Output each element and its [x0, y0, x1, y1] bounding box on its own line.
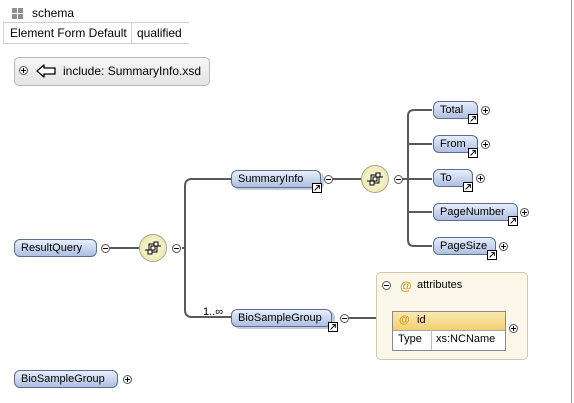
attribute-id-header: @ id	[393, 312, 505, 331]
sequence-collapse-button[interactable]	[172, 244, 181, 253]
summary-info-collapse-button[interactable]	[324, 175, 333, 184]
include-label: include: SummaryInfo.xsd	[63, 64, 202, 78]
reference-arrow-icon	[328, 322, 338, 332]
element-bio-sample-group[interactable]: BioSampleGroup	[231, 309, 332, 327]
attribute-at-icon: @	[399, 314, 410, 326]
element-summary-info[interactable]: SummaryInfo	[231, 170, 321, 188]
reference-arrow-icon	[468, 148, 478, 158]
element-bio-sample-group-global[interactable]: BioSampleGroup	[14, 370, 118, 388]
page-number-expand-button[interactable]	[520, 208, 529, 217]
include-arrow-icon	[36, 64, 56, 78]
element-result-query[interactable]: ResultQuery	[14, 239, 97, 257]
include-expand-button[interactable]	[19, 66, 28, 75]
panel-border	[571, 0, 572, 403]
schema-title: schema	[32, 6, 75, 20]
attribute-type-key: Type	[398, 333, 422, 345]
element-page-size[interactable]: PageSize	[433, 237, 496, 255]
attribute-type-value: xs:NCName	[436, 333, 496, 345]
attribute-id-expand-button[interactable]	[509, 324, 518, 333]
occurrence-label: 1..∞	[203, 306, 224, 318]
attribute-at-icon: @	[400, 279, 412, 293]
attributes-collapse-button[interactable]	[382, 281, 391, 290]
result-query-collapse-button[interactable]	[101, 244, 110, 253]
reference-arrow-icon	[312, 183, 322, 193]
property-divider	[131, 23, 132, 43]
property-value[interactable]: qualified	[137, 26, 182, 40]
sequence-collapse-button[interactable]	[394, 175, 403, 184]
element-from[interactable]: From	[433, 135, 478, 153]
attributes-title: attributes	[417, 279, 463, 291]
reference-arrow-icon	[463, 182, 473, 192]
reference-arrow-icon	[468, 114, 478, 124]
from-expand-button[interactable]	[481, 140, 490, 149]
total-expand-button[interactable]	[481, 106, 490, 115]
property-key: Element Form Default	[10, 26, 127, 40]
attribute-type-divider	[431, 330, 432, 350]
property-row[interactable]: Element Form Default qualified	[3, 22, 189, 44]
reference-arrow-icon	[508, 216, 518, 226]
schema-grid-icon	[12, 8, 23, 19]
element-page-number[interactable]: PageNumber	[433, 203, 518, 221]
reference-arrow-icon	[487, 250, 497, 260]
schema-header: schema	[0, 0, 574, 24]
attribute-name: id	[417, 314, 426, 326]
bio-sample-group-collapse-button[interactable]	[340, 314, 349, 323]
sequence-compositor-icon[interactable]	[139, 234, 167, 262]
include-box[interactable]: include: SummaryInfo.xsd	[14, 57, 210, 86]
sequence-compositor-icon[interactable]	[361, 165, 389, 193]
element-total[interactable]: Total	[433, 101, 478, 119]
attributes-panel[interactable]: @ attributes @ id Type xs:NCName	[376, 272, 528, 360]
bio-sample-group-global-expand-button[interactable]	[123, 375, 132, 384]
to-expand-button[interactable]	[476, 174, 485, 183]
page-size-expand-button[interactable]	[499, 242, 508, 251]
attribute-id[interactable]: @ id Type xs:NCName	[392, 311, 506, 351]
